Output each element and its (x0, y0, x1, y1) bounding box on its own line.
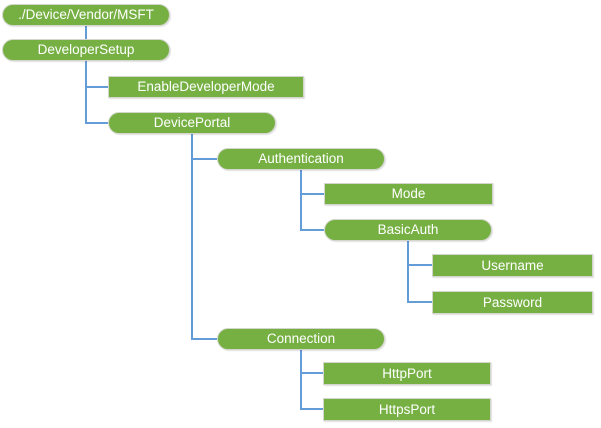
connector-developersetup-trunk (85, 61, 87, 124)
tree-node-connection: Connection (217, 328, 385, 350)
connector-stub-httpport (300, 372, 323, 374)
tree-node-mode: Mode (324, 183, 493, 205)
connector-stub-authentication (191, 158, 217, 160)
tree-node-developer-setup: DeveloperSetup (2, 39, 170, 61)
tree-node-root: ./Device/Vendor/MSFT (2, 4, 170, 26)
connector-stub-enabledevelopermode (85, 86, 108, 88)
connector-stub-connection (191, 338, 217, 340)
tree-node-basic-auth: BasicAuth (324, 219, 492, 241)
connector-stub-deviceportal (85, 122, 108, 124)
connector-connection-trunk (300, 350, 302, 410)
tree-node-authentication: Authentication (217, 148, 385, 170)
tree-node-password: Password (432, 291, 593, 314)
connector-stub-username (407, 264, 432, 266)
connector-authentication-trunk (300, 170, 302, 231)
tree-node-https-port: HttpsPort (323, 398, 491, 421)
connector-stub-httpsport (300, 408, 323, 410)
tree-node-http-port: HttpPort (323, 362, 491, 385)
connector-stub-mode (300, 193, 324, 195)
tree-node-device-portal: DevicePortal (108, 112, 276, 134)
connector-root-developersetup (85, 26, 87, 39)
connector-stub-password (407, 301, 432, 303)
tree-node-enable-developer-mode: EnableDeveloperMode (108, 76, 304, 98)
connector-deviceportal-trunk (191, 134, 193, 340)
connector-basicauth-trunk (407, 241, 409, 303)
tree-node-username: Username (432, 254, 593, 277)
connector-stub-basicauth (300, 229, 324, 231)
